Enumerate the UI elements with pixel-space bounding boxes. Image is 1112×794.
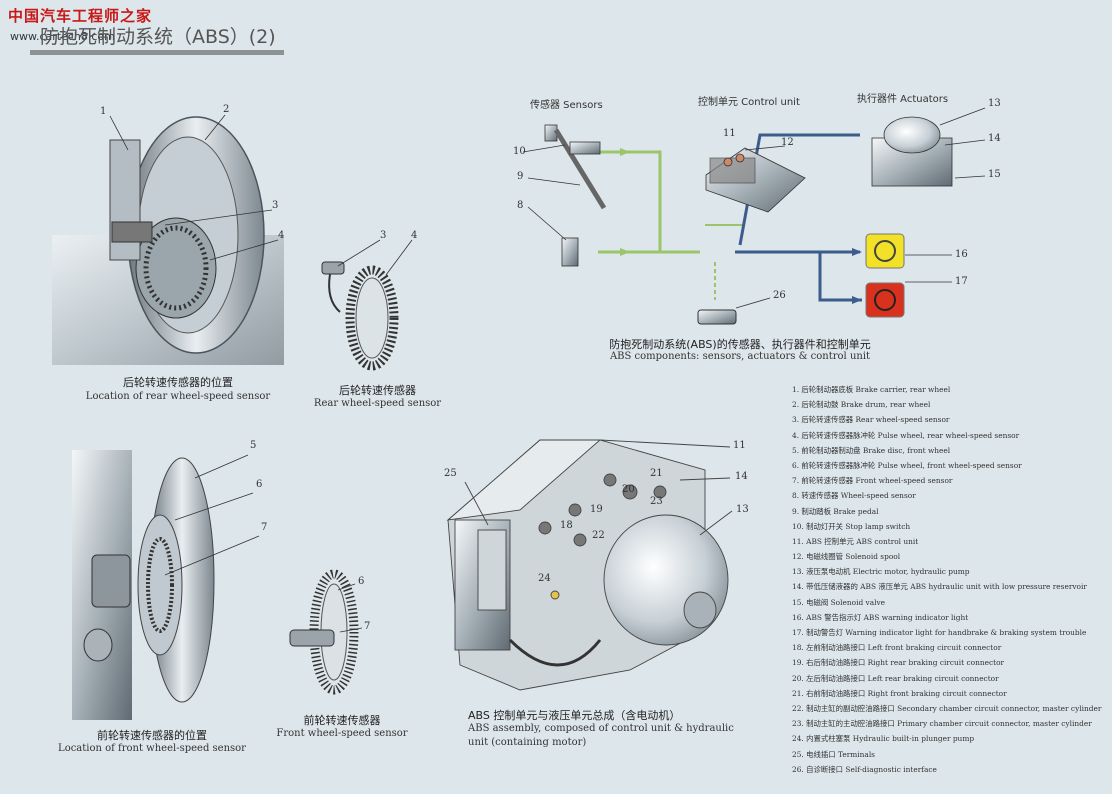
- sensors-header: 传感器 Sensors: [530, 100, 603, 111]
- system-caption-en: ABS components: sensors, actuators & con…: [609, 351, 871, 362]
- legend-item: 20. 左后制动油路接口 Left rear braking circuit c…: [792, 673, 999, 683]
- front-location-caption-cn: 前轮转速传感器的位置: [97, 729, 207, 742]
- callout-16: 16: [955, 249, 968, 260]
- callout-7-front-sensor: 7: [364, 621, 371, 632]
- rear-location-leaders: [109, 114, 279, 261]
- hydraulic-unit-illustration: [871, 107, 986, 187]
- callout-19: 19: [590, 504, 603, 515]
- legend-item: 10. 制动灯开关 Stop lamp switch: [792, 521, 911, 531]
- legend-item: 4. 后轮转速传感器脉冲轮 Pulse wheel, rear wheel-sp…: [792, 430, 1020, 440]
- assembly-caption-en-2: unit (containing motor): [468, 737, 587, 748]
- callout-5: 5: [250, 440, 257, 451]
- legend-item: 11. ABS 控制单元 ABS control unit: [792, 536, 919, 546]
- front-wheel-sensor-illustration: [289, 569, 363, 695]
- rear-wheel-sensor-illustration: [321, 239, 413, 371]
- callout-26: 26: [773, 290, 786, 301]
- callout-1: 1: [100, 106, 107, 117]
- callout-6: 6: [256, 479, 263, 490]
- rear-location-caption-en: Location of rear wheel-speed sensor: [85, 391, 271, 402]
- callout-14: 14: [988, 133, 1001, 144]
- callout-13: 13: [988, 98, 1001, 109]
- legend-item: 12. 电磁线圈管 Solenoid spool: [792, 552, 901, 562]
- legend-item: 3. 后轮转速传感器 Rear wheel-speed sensor: [792, 415, 950, 425]
- legend-item: 26. 自诊断接口 Self-diagnostic interface: [792, 764, 937, 774]
- legend-item: 19. 右后制动油路接口 Right rear braking circuit …: [792, 658, 1005, 668]
- actuators-header: 执行器件 Actuators: [857, 94, 949, 105]
- callout-6-front-sensor: 6: [358, 576, 365, 587]
- callout-15: 15: [988, 169, 1001, 180]
- callout-4-rear-sensor: 4: [411, 230, 418, 241]
- abs-assembly-illustration: [446, 439, 733, 691]
- control-unit-header: 控制单元 Control unit: [698, 97, 800, 108]
- rear-location-caption-cn: 后轮转速传感器的位置: [123, 376, 233, 389]
- abs-warning-light-icon: [865, 233, 952, 269]
- watermark-site: www.cartech8.com: [10, 30, 115, 43]
- callout-23: 23: [650, 496, 663, 507]
- callout-11: 11: [723, 128, 736, 139]
- legend-item: 13. 液压泵电动机 Electric motor, hydraulic pum…: [792, 567, 970, 577]
- watermark-brand: 中国汽车工程师之家: [8, 7, 153, 25]
- legend-item: 2. 后轮制动鼓 Brake drum, rear wheel: [792, 400, 931, 410]
- legend-item: 5. 前轮制动器制动盘 Brake disc, front wheel: [792, 445, 951, 455]
- callout-20: 20: [622, 484, 635, 495]
- callout-17: 17: [955, 276, 968, 287]
- front-wheel-location-illustration: [72, 450, 260, 720]
- parts-legend: 1. 后轮制动器底板 Brake carrier, rear wheel 2. …: [792, 382, 1110, 777]
- callout-25: 25: [444, 468, 457, 479]
- control-unit-illustration: [705, 145, 806, 213]
- callout-4: 4: [278, 230, 285, 241]
- assembly-caption-en-1: ABS assembly, composed of control unit &…: [468, 723, 734, 734]
- legend-item: 23. 制动主缸的主动腔油路接口 Primary chamber circuit…: [792, 719, 1092, 729]
- legend-item: 17. 制动警告灯 Warning indicator light for ha…: [792, 628, 1087, 637]
- callout-13-assembly: 13: [736, 504, 749, 515]
- callout-22: 22: [592, 530, 605, 541]
- callout-21: 21: [650, 468, 663, 479]
- title-underline: [30, 50, 284, 55]
- legend-item: 22. 制动主缸的副动腔油路接口 Secondary chamber circu…: [792, 703, 1102, 713]
- callout-14-assembly: 14: [735, 471, 748, 482]
- legend-item: 15. 电磁阀 Solenoid valve: [792, 597, 886, 607]
- callout-7: 7: [261, 522, 268, 533]
- legend-item: 25. 电线插口 Terminals: [792, 749, 875, 759]
- front-sensor-caption-en: Front wheel-speed sensor: [276, 728, 408, 739]
- diagnostic-interface-icon: [697, 297, 771, 325]
- callout-10: 10: [513, 146, 526, 157]
- callout-18: 18: [560, 520, 573, 531]
- callout-12: 12: [781, 137, 794, 148]
- legend-item: 9. 制动踏板 Brake pedal: [792, 506, 879, 516]
- brake-warning-light-icon: [865, 281, 952, 318]
- callout-11-assembly: 11: [733, 440, 746, 451]
- legend-item: 16. ABS 警告指示灯 ABS warning indicator ligh…: [792, 612, 969, 622]
- rear-sensor-caption-cn: 后轮转速传感器: [339, 384, 416, 397]
- rear-wheel-location-illustration: [52, 116, 284, 365]
- callout-3: 3: [272, 200, 279, 211]
- callout-24: 24: [538, 573, 551, 584]
- front-sensor-caption-cn: 前轮转速传感器: [303, 714, 381, 727]
- legend-item: 14. 带低压储液器的 ABS 液压单元 ABS hydraulic unit …: [792, 582, 1087, 592]
- page-title: 防抱死制动系统（ABS）(2): [40, 26, 276, 48]
- legend-item: 7. 前轮转速传感器 Front wheel-speed sensor: [792, 476, 953, 486]
- front-location-caption-en: Location of front wheel-speed sensor: [58, 743, 246, 754]
- rear-sensor-caption-en: Rear wheel-speed sensor: [313, 398, 442, 409]
- system-caption-cn: 防抱死制动系统(ABS)的传感器、执行器件和控制单元: [609, 338, 871, 351]
- callout-2: 2: [223, 104, 230, 115]
- callout-8: 8: [517, 200, 524, 211]
- system-diagram-lines: [590, 133, 862, 304]
- legend-item: 24. 内置式柱塞泵 Hydraulic built-in plunger pu…: [792, 734, 975, 744]
- assembly-caption-cn: ABS 控制单元与液压单元总成（含电动机）: [468, 709, 681, 722]
- callout-9: 9: [517, 171, 524, 182]
- legend-item: 1. 后轮制动器底板 Brake carrier, rear wheel: [792, 385, 951, 394]
- callout-3-rear-sensor: 3: [380, 230, 387, 241]
- legend-item: 21. 右前制动油路接口 Right front braking circuit…: [792, 688, 1007, 698]
- sensor-illustrations: [522, 124, 607, 267]
- legend-item: 8. 转速传感器 Wheel-speed sensor: [792, 491, 916, 501]
- legend-item: 6. 前轮转速传感器脉冲轮 Pulse wheel, front wheel-s…: [792, 460, 1022, 470]
- legend-item: 18. 左前制动油路接口 Left front braking circuit …: [792, 643, 1002, 653]
